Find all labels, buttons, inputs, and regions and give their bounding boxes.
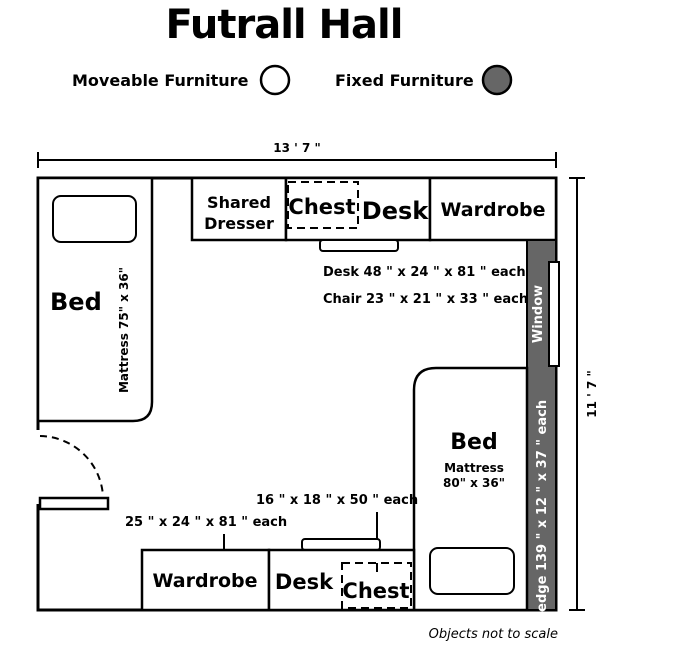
chair-bottom bbox=[301, 538, 381, 551]
wardrobe-bottom-label: Wardrobe bbox=[153, 570, 258, 592]
ledge-label: Ledge 139 " x 12 " x 37 " each bbox=[535, 400, 550, 620]
scale-note: Objects not to scale bbox=[429, 627, 558, 642]
wardrobe-top bbox=[428, 176, 558, 242]
height-dimension-label: 11 ' 7 " bbox=[585, 370, 599, 418]
pillow-left bbox=[52, 195, 137, 243]
mattress-right-label-2: 80" x 36" bbox=[443, 476, 505, 490]
moveable-furniture-icon bbox=[259, 64, 291, 96]
wardrobe-bottom bbox=[140, 548, 271, 612]
window-label: Window bbox=[531, 285, 546, 343]
chair-top bbox=[319, 239, 399, 252]
mattress-left-label: Mattress 75" x 36" bbox=[117, 267, 131, 393]
chest-spec-text: 16 " x 18 " x 50 " each bbox=[256, 493, 418, 508]
chair-spec-text: Chair 23 " x 21 " x 33 " each bbox=[323, 292, 528, 307]
bed-left-label: Bed bbox=[50, 288, 102, 316]
chest-top bbox=[287, 181, 359, 229]
desk-bottom-label: Desk bbox=[275, 570, 334, 594]
mattress-right-label-1: Mattress bbox=[444, 461, 504, 475]
pillow-right bbox=[429, 547, 515, 595]
desk-top-label: Desk bbox=[362, 197, 429, 225]
chest-top-label: Chest bbox=[288, 195, 355, 219]
shared-dresser-label-1: Shared bbox=[207, 193, 271, 212]
legend-fixed-label: Fixed Furniture bbox=[335, 71, 474, 90]
door bbox=[38, 496, 110, 511]
wardrobe-spec-text: 25 " x 24 " x 81 " each bbox=[125, 515, 287, 530]
width-dimension-line bbox=[37, 152, 557, 168]
desk-spec-text: Desk 48 " x 24 " x 81 " each bbox=[323, 265, 526, 280]
bed-right-label: Bed bbox=[450, 430, 497, 455]
wardrobe-top-label: Wardrobe bbox=[441, 199, 546, 221]
fixed-furniture-icon bbox=[481, 64, 513, 96]
width-dimension-label: 13 ' 7 " bbox=[273, 141, 321, 155]
shared-dresser bbox=[190, 176, 288, 242]
window bbox=[548, 261, 560, 367]
chest-bottom-label: Chest bbox=[342, 579, 409, 603]
door-swing-arc bbox=[39, 435, 104, 497]
page-title: Futrall Hall bbox=[166, 2, 403, 48]
shared-dresser-label-2: Dresser bbox=[204, 214, 274, 233]
legend-moveable-label: Moveable Furniture bbox=[72, 71, 249, 90]
height-dimension-line bbox=[569, 177, 585, 611]
